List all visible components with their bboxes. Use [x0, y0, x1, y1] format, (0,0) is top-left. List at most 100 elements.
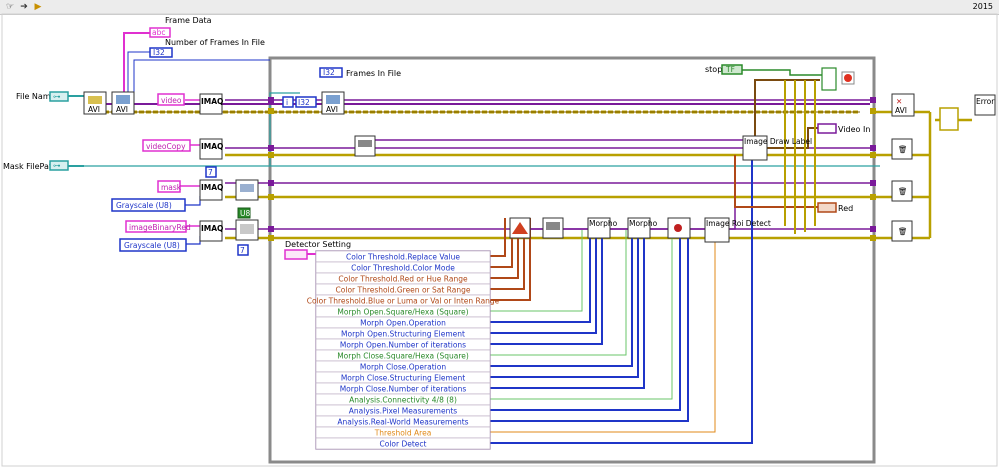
grayscale-enum-2[interactable]: Grayscale (U8): [119, 238, 187, 252]
i32-conversion-node[interactable]: I32: [295, 96, 317, 108]
imaq-dispose-node-1[interactable]: 🗑: [891, 138, 913, 160]
unbundle-row-label: Analysis.Connectivity 4/8 (8): [349, 396, 457, 405]
stop-label: stop: [705, 65, 722, 74]
image-copy-node-2[interactable]: [542, 217, 564, 239]
mask-filepath-label: Mask FilePath: [3, 162, 57, 171]
file-name-label: File Name: [16, 92, 56, 101]
unbundle-row-label: Color Detect: [380, 440, 427, 449]
detector-setting-control[interactable]: [284, 249, 308, 260]
avi-read-frame-node[interactable]: AVI: [321, 91, 345, 115]
numeric-constant-1[interactable]: 7: [205, 166, 217, 178]
svg-text:⊶: ⊶: [53, 92, 61, 101]
imaq-create-node-3[interactable]: IMAQ: [199, 179, 223, 201]
stop-condition-terminal[interactable]: [841, 71, 855, 85]
svg-text:IMAQ: IMAQ: [201, 224, 223, 233]
avi-info-node[interactable]: AVI: [111, 91, 135, 115]
detector-setting-label: Detector Setting: [285, 240, 351, 249]
red-indicator[interactable]: [817, 202, 837, 213]
unbundle-row-label: Color Threshold.Replace Value: [346, 253, 460, 262]
read-mask-node[interactable]: [235, 179, 259, 201]
imaq-create-node-4[interactable]: IMAQ: [199, 220, 223, 242]
loop-right-tunnels: [870, 97, 876, 241]
svg-text:I32: I32: [323, 68, 335, 77]
svg-text:imageBinaryRed: imageBinaryRed: [129, 223, 191, 232]
svg-text:🗑: 🗑: [898, 227, 908, 236]
svg-text:AVI: AVI: [88, 105, 100, 114]
video-string-constant[interactable]: video: [157, 93, 185, 106]
avi-open-node[interactable]: AVI: [83, 91, 107, 115]
unbundle-row[interactable]: [315, 437, 491, 450]
unbundle-row-label: Color Threshold.Green or Sat Range: [336, 286, 471, 295]
unbundle-row-label: Morph Close.Square/Hexa (Square): [337, 352, 469, 361]
compound-or-node[interactable]: [821, 67, 837, 91]
cast-image-node[interactable]: [235, 219, 259, 241]
file-name-control[interactable]: ⊶: [49, 91, 69, 102]
color-threshold-node[interactable]: [509, 217, 531, 239]
merge-errors-node[interactable]: [939, 107, 959, 131]
svg-text:Grayscale (U8): Grayscale (U8): [124, 241, 180, 250]
unbundle-row-label: Morph Open.Operation: [360, 319, 446, 328]
imaq-create-node-2[interactable]: IMAQ: [199, 138, 223, 160]
image-copy-node[interactable]: [354, 135, 376, 157]
svg-text:I32: I32: [298, 98, 310, 107]
svg-text:IMAQ: IMAQ: [201, 97, 223, 106]
frames-in-file-outer-label: Number of Frames In File: [165, 38, 265, 47]
svg-text:AVI: AVI: [116, 105, 128, 114]
mask-filepath-control[interactable]: ⊶: [49, 160, 69, 171]
frames-in-file-inner-label: Frames In File: [346, 69, 401, 78]
hand-icon[interactable]: ☞: [5, 2, 15, 12]
frame-data-label: Frame Data: [165, 16, 212, 25]
image-roi-detect-node[interactable]: Image Roi Detect: [704, 217, 771, 243]
frames-in-file-outer-indicator[interactable]: I32: [149, 47, 173, 58]
stop-control[interactable]: TF: [721, 64, 743, 75]
imaq-dispose-node-2[interactable]: 🗑: [891, 180, 913, 202]
numeric-constant-2[interactable]: 7: [237, 244, 249, 256]
frames-in-file-inner-indicator[interactable]: I32: [319, 67, 343, 78]
unbundle-row-label: Color Threshold.Color Mode: [351, 264, 455, 273]
diagram-frame: [1, 13, 998, 467]
svg-text:I32: I32: [153, 48, 165, 57]
iteration-terminal: i: [282, 96, 294, 108]
svg-text:🗑: 🗑: [898, 187, 908, 196]
svg-text:Image Draw Label: Image Draw Label: [744, 137, 812, 146]
svg-text:✕: ✕: [896, 97, 902, 106]
grayscale-enum-1[interactable]: Grayscale (U8): [111, 198, 186, 212]
svg-text:🗑: 🗑: [898, 145, 908, 154]
unbundle-row-label: Color Threshold.Blue or Luma or Val or I…: [307, 297, 500, 306]
avi-close-node[interactable]: ✕ AVI: [891, 93, 915, 117]
imaq-dispose-node-3[interactable]: 🗑: [891, 220, 913, 242]
unbundle-row-label: Threshold Area: [374, 429, 432, 438]
svg-text:7: 7: [240, 246, 245, 255]
svg-text:7: 7: [208, 168, 213, 177]
video-copy-string-constant[interactable]: videoCopy: [142, 139, 191, 152]
u8-ring-constant[interactable]: U8: [237, 207, 251, 219]
svg-text:AVI: AVI: [895, 106, 907, 115]
red-label: Red: [838, 204, 853, 213]
while-loop[interactable]: [268, 56, 876, 464]
image-binary-red-string-constant[interactable]: imageBinaryRed: [125, 220, 191, 233]
version-label: 2015: [972, 2, 993, 11]
unbundle-row-label: Morph Close.Structuring Element: [341, 374, 465, 383]
imaq-create-node-1[interactable]: IMAQ: [199, 93, 223, 115]
particle-analysis-node[interactable]: [667, 217, 691, 239]
image-draw-label-node[interactable]: Image Draw Label: [742, 135, 812, 161]
frame-data-indicator[interactable]: abc: [149, 27, 171, 38]
morpho-close-node[interactable]: Morpho: [627, 217, 658, 239]
video-in-label: Video In: [838, 125, 870, 134]
run-arrow-icon[interactable]: ➔: [20, 2, 28, 12]
morpho-open-node[interactable]: Morpho: [587, 217, 618, 239]
unbundle-row-label: Analysis.Pixel Measurements: [349, 407, 458, 416]
loop-left-tunnels: [268, 97, 274, 241]
run-continuous-icon[interactable]: ▶: [34, 2, 42, 12]
simple-error-handler-node[interactable]: Error: [974, 94, 996, 116]
video-in-indicator[interactable]: [817, 123, 837, 134]
mask-string-constant[interactable]: mask: [157, 180, 182, 193]
svg-text:mask: mask: [161, 183, 182, 192]
svg-text:i: i: [286, 98, 288, 107]
svg-text:TF: TF: [725, 65, 735, 74]
unbundle-row-label: Morph Close.Number of iterations: [340, 385, 467, 394]
svg-text:⊶: ⊶: [53, 161, 61, 170]
svg-text:AVI: AVI: [326, 105, 338, 114]
